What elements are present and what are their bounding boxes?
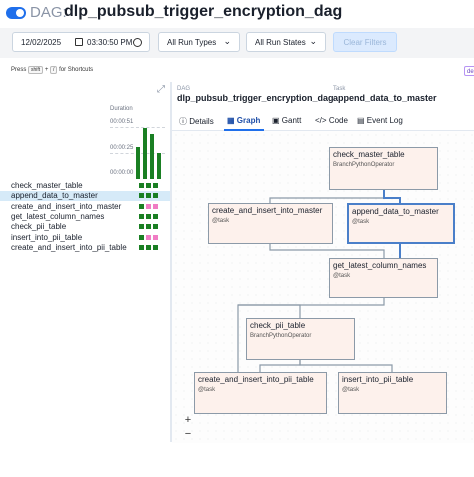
node-get-latest-column-names[interactable]: get_latest_column_names @task xyxy=(329,258,438,298)
breadcrumb-task-key: Task xyxy=(333,86,346,92)
run-types-select[interactable]: All Run Types ⌄ xyxy=(158,32,240,52)
task-label: check_pii_table xyxy=(11,222,67,232)
task-label: create_and_insert_into_master xyxy=(11,201,122,211)
task-label: create_and_insert_into_pii_table xyxy=(11,242,127,252)
node-insert-into-pii-table[interactable]: insert_into_pii_table @task xyxy=(338,372,447,414)
edge xyxy=(269,190,385,203)
task-instance-square[interactable] xyxy=(153,183,158,188)
task-instance-square[interactable] xyxy=(153,203,158,209)
task-instance-square[interactable] xyxy=(153,234,158,240)
zoom-out-button[interactable]: − xyxy=(184,428,192,440)
tab-bar xyxy=(172,110,474,131)
dag-pause-toggle[interactable] xyxy=(6,7,26,19)
tab-code[interactable]: </> Code xyxy=(315,116,348,125)
breadcrumb-task-value[interactable]: append_data_to_master xyxy=(333,93,437,103)
user-badge[interactable]: de xyxy=(464,66,474,76)
duration-bar[interactable] xyxy=(157,153,161,179)
edge xyxy=(238,304,301,318)
duration-bar[interactable] xyxy=(143,128,147,179)
tab-graph[interactable]: ▦ Graph xyxy=(227,116,261,125)
node-create-and-insert-into-pii-table[interactable]: create_and_insert_into_pii_table @task xyxy=(194,372,327,414)
task-instance-square[interactable] xyxy=(139,234,144,240)
shortcut-hint: Press shift + / for Shortcuts xyxy=(11,66,94,74)
shift-key: shift xyxy=(28,66,44,74)
date-value: 12/02/2025 xyxy=(21,38,62,47)
edge xyxy=(259,360,301,372)
calendar-icon[interactable] xyxy=(75,38,83,46)
task-instance-square[interactable] xyxy=(146,234,151,240)
node-check-master-table[interactable]: check_master_table BranchPythonOperator xyxy=(329,147,438,190)
duration-tick-max: 00:00:51 xyxy=(110,119,134,125)
run-states-value: All Run States xyxy=(255,38,306,47)
duration-label: Duration xyxy=(110,106,133,112)
gantt-icon: ▣ xyxy=(272,116,280,125)
task-instance-square[interactable] xyxy=(146,193,151,199)
clock-icon[interactable] xyxy=(133,38,142,47)
edge xyxy=(269,244,385,258)
task-instance-square[interactable] xyxy=(139,244,144,250)
chevron-down-icon: ⌄ xyxy=(309,36,317,46)
run-types-value: All Run Types xyxy=(167,38,217,47)
task-instance-square[interactable] xyxy=(153,213,158,219)
node-append-data-to-master[interactable]: append_data_to_master @task xyxy=(347,203,455,244)
task-row[interactable]: insert_into_pii_table xyxy=(0,233,170,243)
task-instance-square[interactable] xyxy=(139,213,144,219)
task-row[interactable]: get_latest_column_names xyxy=(0,212,170,222)
task-label: insert_into_pii_table xyxy=(11,232,83,242)
node-create-and-insert-into-master[interactable]: create_and_insert_into_master @task xyxy=(208,203,333,244)
task-instance-square[interactable] xyxy=(146,183,151,188)
slash-key: / xyxy=(50,66,58,74)
task-label: check_master_table xyxy=(11,181,83,190)
task-instance-square[interactable] xyxy=(139,183,144,188)
task-label: append_data_to_master xyxy=(11,191,98,201)
task-instance-square[interactable] xyxy=(153,193,158,199)
task-row[interactable]: create_and_insert_into_pii_table xyxy=(0,243,170,253)
active-tab-indicator xyxy=(224,129,264,131)
run-states-select[interactable]: All Run States ⌄ xyxy=(246,32,326,52)
task-row[interactable]: create_and_insert_into_master xyxy=(0,202,170,212)
breadcrumb-dag-key: DAG xyxy=(177,86,191,92)
task-instance-square[interactable] xyxy=(153,224,158,230)
breadcrumb-dag-value[interactable]: dlp_pubsub_trigger_encryption_dag xyxy=(177,93,334,103)
code-icon: </> xyxy=(315,116,327,125)
graph-icon: ▦ xyxy=(227,116,235,125)
info-icon: ⓘ xyxy=(179,117,187,126)
task-label: get_latest_column_names xyxy=(11,211,105,221)
edge xyxy=(299,360,393,372)
edge xyxy=(383,190,401,203)
clear-filters-button[interactable]: Clear Filters xyxy=(333,32,397,52)
chevron-down-icon: ⌄ xyxy=(223,36,231,46)
edge xyxy=(237,298,385,400)
panel-divider[interactable] xyxy=(170,82,172,442)
task-instance-square[interactable] xyxy=(146,213,151,219)
tab-details[interactable]: ⓘ Details xyxy=(179,117,214,126)
task-row[interactable]: check_master_table xyxy=(0,181,170,191)
task-row[interactable]: append_data_to_master xyxy=(0,191,170,202)
task-instance-square[interactable] xyxy=(139,193,144,199)
duration-bar[interactable] xyxy=(150,134,154,179)
duration-bars xyxy=(136,121,166,179)
task-instance-square[interactable] xyxy=(146,203,151,209)
task-instance-square[interactable] xyxy=(146,244,151,250)
dag-prefix: DAG: xyxy=(30,4,67,21)
task-row[interactable]: check_pii_table xyxy=(0,222,170,232)
task-instance-square[interactable] xyxy=(146,224,151,230)
dag-title: dlp_pubsub_trigger_encryption_dag xyxy=(64,3,343,20)
duration-tick-min: 00:00:00 xyxy=(110,170,134,176)
time-value: 03:30:50 PM xyxy=(87,38,133,47)
node-check-pii-table[interactable]: check_pii_table BranchPythonOperator xyxy=(246,318,355,360)
zoom-in-button[interactable]: + xyxy=(184,414,192,426)
event-log-icon: ▤ xyxy=(357,116,365,125)
tab-gantt[interactable]: ▣ Gantt xyxy=(272,116,302,125)
duration-bar[interactable] xyxy=(136,147,140,179)
tab-event-log[interactable]: ▤ Event Log xyxy=(357,116,403,125)
grid-line xyxy=(110,127,165,128)
task-instance-square[interactable] xyxy=(139,224,144,230)
task-instance-square[interactable] xyxy=(139,203,144,209)
task-instance-square[interactable] xyxy=(153,244,158,250)
base-date-input[interactable]: 12/02/2025 03:30:50 PM xyxy=(12,32,150,52)
duration-tick-mid: 00:00:25 xyxy=(110,145,134,151)
collapse-grid-icon[interactable]: ⤢ xyxy=(157,84,165,95)
